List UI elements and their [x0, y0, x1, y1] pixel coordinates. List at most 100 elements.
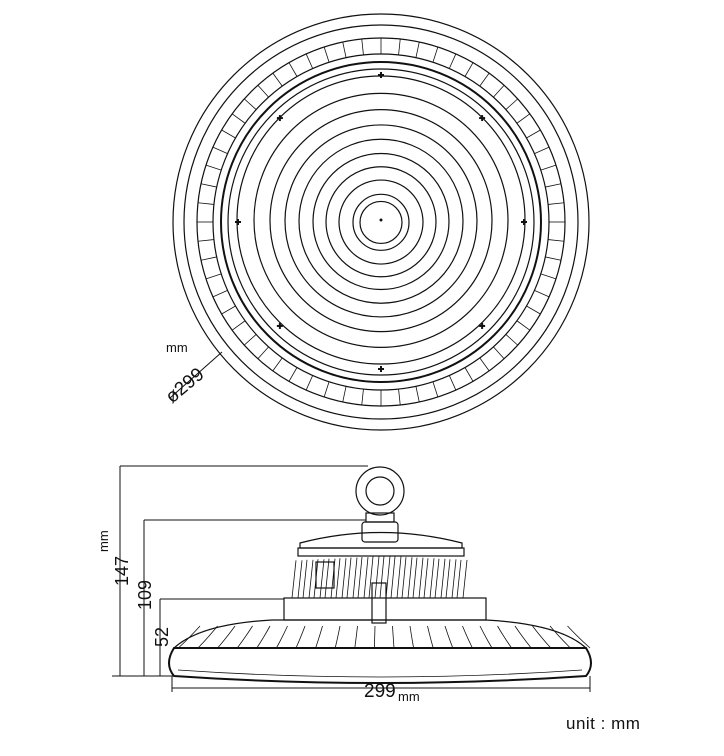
body-fin [462, 625, 473, 649]
fin-tick [197, 239, 214, 242]
fin-tick [342, 386, 347, 403]
housing-fin [335, 558, 347, 599]
lens-ring [352, 193, 410, 251]
fin-tick [540, 164, 557, 171]
fin-tick [548, 239, 565, 242]
fin-tick [288, 367, 298, 382]
housing-fin [302, 559, 314, 599]
dim-width [171, 676, 591, 692]
housing-fin [357, 557, 369, 599]
fin-tick [272, 72, 283, 87]
fin-tick [205, 273, 222, 280]
fin-tick [323, 46, 330, 63]
housing-fin [423, 558, 435, 599]
body-fin [497, 625, 512, 649]
fin-tick [323, 381, 330, 398]
fin-tick [197, 202, 214, 205]
housing-fin [379, 556, 391, 599]
top-unit-label: mm [166, 340, 188, 355]
fin-tick [516, 320, 531, 331]
fin-tick [505, 334, 519, 346]
driver-housing-cap [297, 547, 465, 557]
body-fin [532, 625, 552, 649]
side-view: mm 147 109 52 299 mm [96, 465, 592, 704]
fin-ring-inner-circle [212, 53, 550, 391]
eye-bolt-neck [365, 512, 395, 523]
fin-tick [505, 98, 519, 110]
body-fin [409, 625, 414, 649]
fin-tick [361, 38, 364, 55]
body-fin [354, 625, 358, 649]
housing-connector [371, 582, 387, 624]
fin-tick [272, 357, 283, 372]
height-unit-label: mm [96, 530, 111, 552]
body-fin [427, 625, 434, 649]
dim-base-height [159, 598, 284, 676]
driver-housing-top [299, 531, 463, 549]
fin-tick [305, 53, 314, 69]
eye-bolt-nut [361, 521, 399, 543]
dim-total-height-label: 147 [112, 556, 132, 586]
housing-fin [291, 560, 303, 599]
fin-tick [231, 320, 246, 331]
fin-tick [415, 41, 420, 58]
top-view: mm ø299 [162, 13, 590, 431]
housing-fin [412, 557, 424, 599]
body-fin [197, 625, 218, 649]
housing-fin [346, 557, 358, 599]
fin-tick [534, 289, 550, 298]
housing-label-plate [315, 561, 335, 589]
fin-tick [526, 305, 541, 315]
body-fin [178, 625, 201, 649]
fin-tick [548, 202, 565, 205]
dim-total-height [112, 465, 368, 677]
lamp-lens-base [168, 647, 592, 684]
lens-frame-outer-circle [220, 61, 542, 383]
fin-tick [479, 72, 490, 87]
fin-tick [305, 375, 314, 391]
fin-tick [448, 375, 457, 391]
body-fin [444, 625, 454, 649]
lamp-base-edge [177, 669, 583, 678]
lens-ring [325, 166, 437, 278]
outer-rim-circle [172, 13, 590, 431]
lens-ring [312, 152, 450, 291]
fin-tick [221, 129, 236, 139]
lens-ring [359, 200, 403, 245]
fin-tick [432, 381, 439, 398]
housing-fin [434, 558, 446, 599]
fin-tick [361, 389, 364, 406]
body-fins [178, 625, 591, 649]
housing-fin [445, 559, 457, 599]
lens-frame-inner-circle [227, 68, 535, 376]
fin-tick [398, 389, 401, 406]
fin-tick [432, 46, 439, 63]
fin-tick [464, 62, 474, 77]
fin-tick [493, 346, 505, 360]
lens-ring [253, 92, 509, 348]
body-fin [256, 625, 271, 649]
body-fin [549, 625, 571, 649]
dim-body-height [143, 519, 366, 676]
lamp-body-heatsink [172, 619, 588, 649]
body-fin [334, 625, 341, 649]
fin-tick [493, 84, 505, 98]
fin-tick [243, 334, 257, 346]
body-fin [295, 625, 306, 649]
fin-tick [342, 41, 347, 58]
body-fin [392, 625, 395, 649]
fin-tick [257, 346, 269, 360]
housing-fin [401, 557, 413, 599]
mounting-screws [235, 72, 527, 372]
lens-ring [298, 138, 464, 304]
fin-tick [212, 146, 228, 155]
body-fin [236, 625, 253, 649]
body-fin [567, 625, 591, 649]
fin-tick [516, 113, 531, 124]
rim-inner-circle [183, 24, 579, 420]
eye-bolt-ring-inner [365, 476, 395, 506]
fin-tick [288, 62, 298, 77]
body-fin [479, 625, 493, 649]
fin-tick [545, 183, 562, 188]
